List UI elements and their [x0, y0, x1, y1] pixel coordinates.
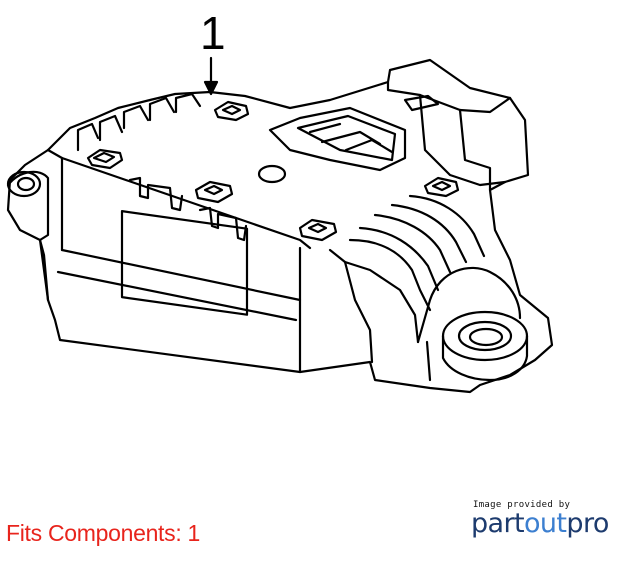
fits-components-label: Fits Components: 1: [6, 520, 201, 546]
partoutpro-logo: partoutpro: [471, 510, 631, 537]
logo-part: part: [471, 508, 525, 539]
image-credit: Image provided by partoutpro: [471, 500, 631, 537]
callout-arrow: [205, 58, 217, 94]
logo-out: out: [523, 508, 567, 539]
credit-provided-by: Image provided by: [473, 500, 571, 510]
logo-pro: pro: [566, 508, 609, 539]
callout-number: 1: [200, 7, 226, 59]
module-body: [8, 60, 552, 392]
